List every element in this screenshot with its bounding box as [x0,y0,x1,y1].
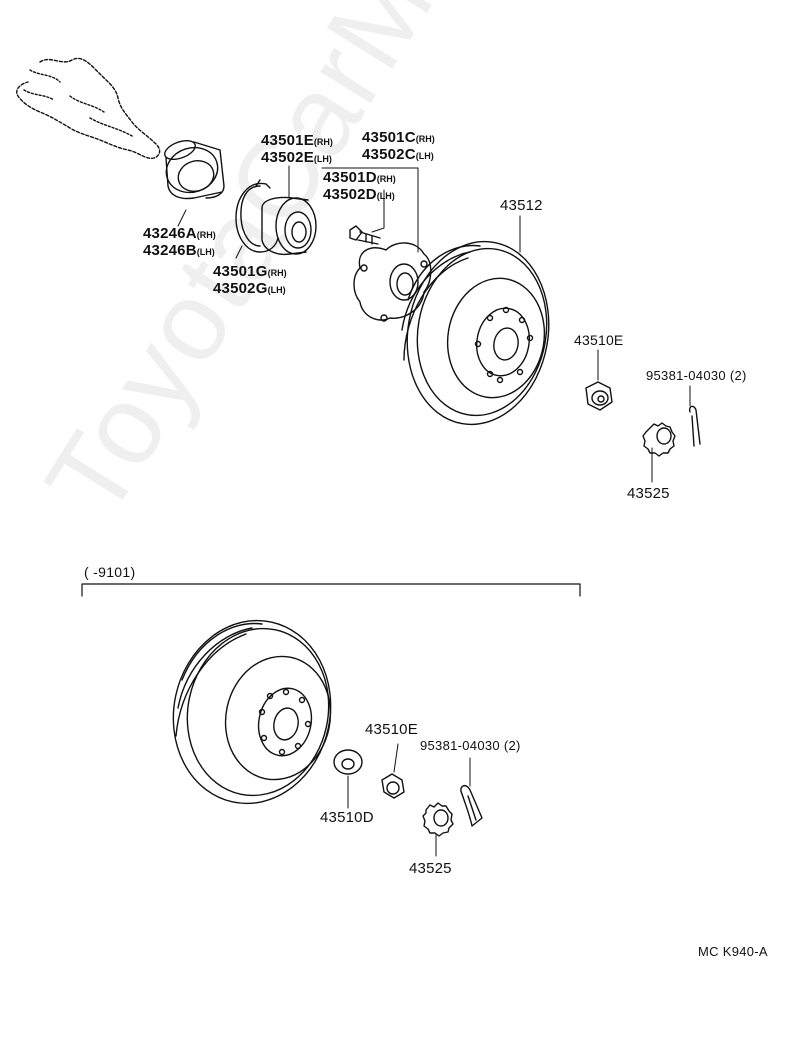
nut-lock-cap-upper [642,422,676,457]
hub-bolt [349,225,381,245]
dust-deflector [164,140,225,200]
label-washer-lower: 43510D [320,809,374,826]
hub-nut-lower [381,773,405,799]
hub-nut-upper [585,381,613,411]
label-hub-nut-upper: 43510E [574,332,624,348]
washer-lower [333,749,363,775]
figure-code: MC K940-A [698,944,768,959]
axle-hub [353,242,432,322]
disc-rotor-upper [401,240,550,426]
leader-lines-upper [177,165,691,483]
label-disc-rotor: 43512 [500,197,543,214]
disc-rotor-lower [172,619,332,805]
label-nut-lock-cap-lower: 43525 [409,860,452,877]
label-cotter-pin-lower: 95381-04030 (2) [420,738,521,753]
label-nut-lock-cap-upper: 43525 [627,485,670,502]
cotter-pin-lower [460,784,483,827]
label-snap-ring: 43501G(RH) 43502G(LH) [213,263,287,297]
hub-bearing [261,196,317,256]
label-hub-bearing: 43501E(RH) 43502E(LH) [261,132,333,166]
drive-shaft-outline [16,57,161,160]
label-cotter-pin-upper: 95381-04030 (2) [646,368,747,383]
leader-lines-lower [347,743,471,857]
nut-lock-cap-lower [422,802,454,837]
label-dust-deflector: 43246A(RH) 43246B(LH) [143,225,216,259]
cotter-pin-upper [688,405,701,447]
snap-ring [235,179,279,253]
range-bracket [81,583,581,597]
label-axle-hub-c: 43501C(RH) 43502C(LH) [362,129,435,163]
label-hub-nut-lower: 43510E [365,721,418,738]
label-range: ( -9101) [84,564,136,580]
label-axle-hub-d: 43501D(RH) 43502D(LH) [323,169,396,203]
